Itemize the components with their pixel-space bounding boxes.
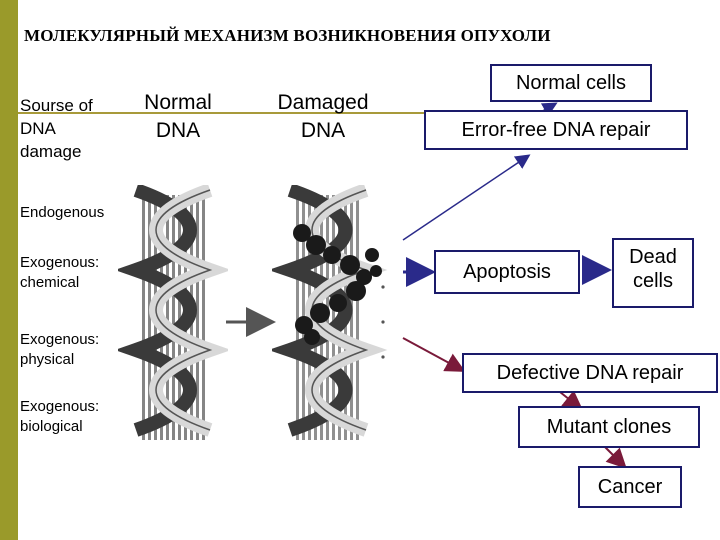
source-endogenous: Endogenous [20, 204, 105, 221]
source-header-line-1: Sourse of [20, 96, 93, 115]
cancer-box: Cancer [578, 466, 682, 508]
source-physical-line-2: physical [20, 351, 75, 368]
dead-cells-box: Dead cells [612, 238, 694, 308]
apoptosis-box: Apoptosis [434, 250, 580, 294]
damaged-dna-header: Damaged DNA [260, 89, 386, 145]
arrow-mutant-to-cancer [603, 445, 627, 469]
damage-dot-2 [381, 320, 385, 324]
mutant-clones-box: Mutant clones [518, 406, 700, 448]
source-chemical-line-2: chemical [20, 274, 80, 291]
damaged-dna-header-line-1: Damaged [277, 91, 369, 114]
normal-dna-header: Normal DNA [128, 89, 228, 145]
header-divider [18, 112, 438, 114]
source-biological-line-2: biological [20, 418, 83, 435]
damage-dot-1 [381, 285, 385, 289]
source-header-line-2: DNA [20, 119, 56, 138]
dead-cells-line-2: cells [632, 270, 673, 292]
sidebar-bar [0, 0, 18, 540]
source-header-line-3: damage [20, 142, 82, 161]
damage-dot-3 [381, 355, 385, 359]
arrow-to-defective-repair [402, 337, 466, 372]
source-biological-line-1: Exogenous: [20, 398, 100, 415]
arrow-defective-to-mutant [559, 390, 584, 411]
arrow-to-error-free-repair [402, 154, 531, 241]
normal-dna-helix-icon [118, 185, 228, 440]
normal-cells-box: Normal cells [490, 64, 652, 102]
error-free-repair-box: Error-free DNA repair [424, 110, 688, 150]
source-physical-line-1: Exogenous: [20, 331, 100, 348]
source-header: Sourse of DNA damage [20, 94, 130, 163]
normal-dna-header-line-1: Normal [144, 91, 212, 114]
source-exogenous-biological: Exogenous: biological [20, 397, 99, 437]
source-chemical-line-1: Exogenous: [20, 254, 100, 271]
source-exogenous-physical: Exogenous: physical [20, 330, 99, 370]
dead-cells-line-1: Dead [629, 246, 677, 268]
page-title: МОЛЕКУЛЯРНЫЙ МЕХАНИЗМ ВОЗНИКНОВЕНИЯ ОПУХ… [24, 26, 551, 45]
normal-dna-header-line-2: DNA [155, 119, 201, 142]
damaged-dna-helix-icon [272, 185, 388, 440]
source-exogenous-chemical: Exogenous: chemical [20, 253, 99, 293]
damaged-dna-header-line-2: DNA [300, 119, 346, 142]
defective-repair-box: Defective DNA repair [462, 353, 718, 393]
